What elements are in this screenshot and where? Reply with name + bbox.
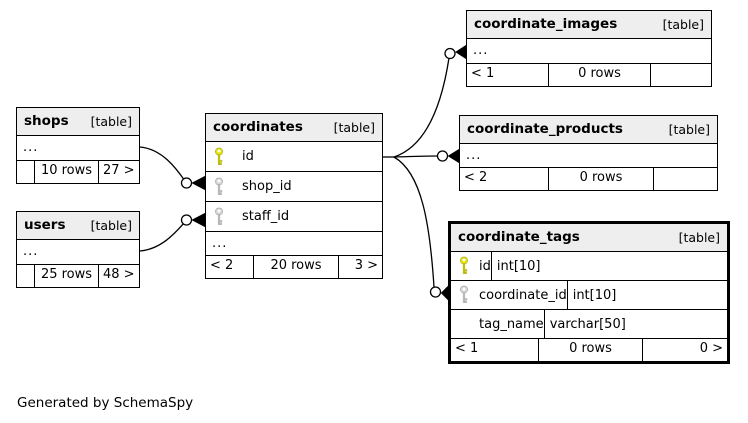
footer-parents	[17, 161, 34, 183]
foreign-key-icon	[214, 207, 226, 227]
footer-children: 0 >	[642, 339, 727, 361]
footer-rowcount: 10 rows	[34, 161, 98, 183]
column-type: varchar[50]	[543, 310, 634, 338]
table-footer: < 2 20 rows 3 >	[206, 256, 382, 278]
table-badge: [table]	[668, 122, 710, 137]
table-name: coordinate_images	[474, 16, 618, 32]
relation-coordinates-coordinate-tags	[393, 156, 449, 301]
footer-children	[653, 168, 717, 190]
foreign-key-icon	[214, 177, 226, 197]
footer-parents: < 2	[210, 258, 234, 273]
footer-rowcount: 0 rows	[548, 64, 650, 86]
table-name: coordinate_tags	[458, 229, 580, 245]
generator-credit: Generated by SchemaSpy	[17, 395, 194, 411]
table-coordinates[interactable]: coordinates [table] id shop_id staff_id …	[205, 113, 383, 279]
table-header: users [table]	[17, 212, 139, 240]
table-users[interactable]: users [table] ... 25 rows 48 >	[16, 211, 140, 288]
table-badge: [table]	[90, 218, 132, 233]
table-header: coordinate_products [table]	[460, 116, 717, 144]
footer-children: 48 >	[98, 265, 139, 287]
footer-parents: < 1	[471, 66, 495, 81]
footer-parents: < 2	[464, 170, 488, 185]
table-coordinate-tags[interactable]: coordinate_tags [table] id int[10] coord…	[448, 221, 730, 364]
footer-children: 3 >	[338, 256, 382, 278]
table-badge: [table]	[90, 114, 132, 129]
footer-rowcount: 25 rows	[34, 265, 98, 287]
column-name: id	[242, 149, 254, 164]
column-name: coordinate_id	[479, 287, 567, 303]
table-footer: < 1 0 rows 0 >	[451, 339, 727, 361]
table-shops[interactable]: shops [table] ... 10 rows 27 >	[16, 107, 140, 184]
footer-parents: < 1	[455, 341, 479, 356]
table-footer: 10 rows 27 >	[17, 161, 139, 183]
table-footer: 25 rows 48 >	[17, 265, 139, 287]
table-name: coordinate_products	[467, 121, 623, 137]
table-name: shops	[24, 113, 69, 129]
table-badge: [table]	[678, 230, 720, 245]
relation-coordinates-coordinate-images	[393, 44, 467, 158]
table-badge: [table]	[662, 17, 704, 32]
column-row: id int[10]	[451, 252, 727, 281]
column-row: tag_name varchar[50]	[451, 310, 727, 339]
footer-children	[650, 64, 711, 86]
table-header: coordinates [table]	[206, 114, 382, 142]
table-header: shops [table]	[17, 108, 139, 136]
footer-rowcount: 20 rows	[253, 256, 338, 278]
primary-key-icon	[214, 147, 226, 167]
foreign-key-icon	[459, 285, 471, 305]
table-header: coordinate_images [table]	[467, 11, 711, 39]
primary-key-icon	[459, 256, 471, 276]
table-name: users	[24, 217, 66, 233]
columns-ellipsis: ...	[460, 144, 717, 168]
relation-coordinates-coordinate-products	[393, 148, 460, 164]
relation-shops-coordinates	[139, 146, 206, 191]
column-row: staff_id	[206, 202, 382, 232]
columns-ellipsis: ...	[206, 232, 382, 256]
column-type: int[10]	[566, 281, 657, 309]
column-name: staff_id	[242, 209, 290, 224]
column-type: int[10]	[490, 252, 581, 280]
relation-users-coordinates	[139, 212, 206, 252]
table-badge: [table]	[333, 120, 375, 135]
table-name: coordinates	[213, 119, 303, 135]
column-row: coordinate_id int[10]	[451, 281, 727, 310]
footer-rowcount: 0 rows	[548, 168, 653, 190]
table-footer: < 2 0 rows	[460, 168, 717, 190]
table-footer: < 1 0 rows	[467, 64, 711, 86]
columns-ellipsis: ...	[467, 39, 711, 64]
columns-ellipsis: ...	[17, 240, 139, 265]
column-name: id	[479, 258, 491, 274]
footer-children: 27 >	[98, 161, 139, 183]
column-row: shop_id	[206, 172, 382, 202]
column-row: id	[206, 142, 382, 172]
footer-parents	[17, 265, 34, 287]
footer-rowcount: 0 rows	[538, 339, 642, 361]
table-coordinate-products[interactable]: coordinate_products [table] ... < 2 0 ro…	[459, 115, 718, 191]
columns-ellipsis: ...	[17, 136, 139, 161]
column-name: tag_name	[479, 316, 544, 332]
table-header: coordinate_tags [table]	[451, 224, 727, 252]
table-coordinate-images[interactable]: coordinate_images [table] ... < 1 0 rows	[466, 10, 712, 87]
column-name: shop_id	[242, 179, 292, 194]
